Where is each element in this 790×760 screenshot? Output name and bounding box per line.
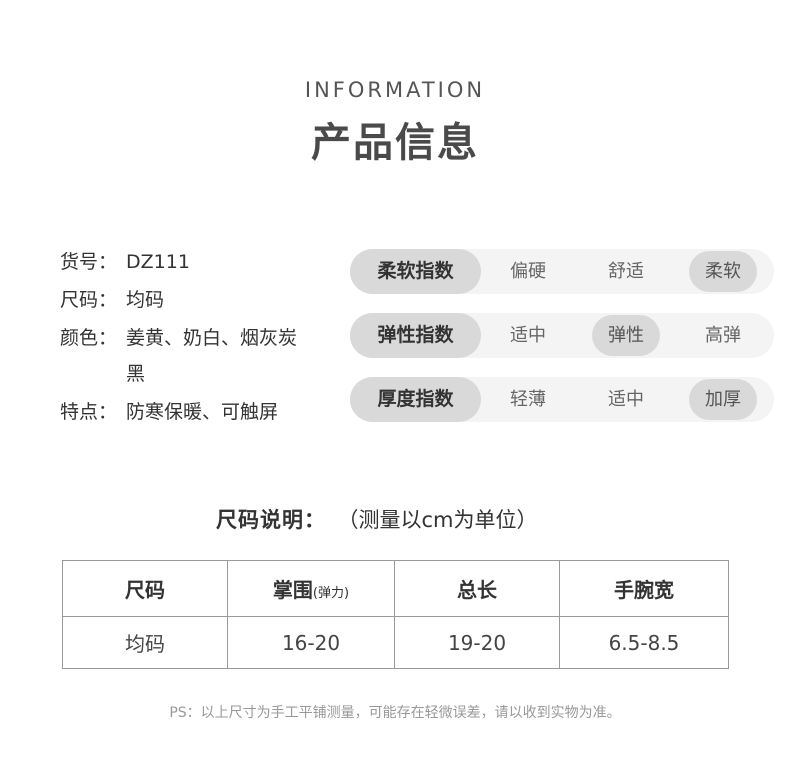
size-table: 尺码 掌围(弹力) 总长 手腕宽 均码 16-20 19-20 6.5-8.5 [62, 560, 729, 669]
meter-label: 厚度指数 [350, 377, 481, 422]
info-key: 货号： [60, 251, 118, 273]
meter-label: 柔软指数 [350, 249, 481, 294]
meter-option: 适中 [510, 325, 546, 346]
header-label: 手腕宽 [614, 578, 674, 602]
size-section-heading: 尺码说明： （测量以cm为单位） [216, 504, 538, 534]
meter-label: 弹性指数 [350, 313, 481, 358]
table-cell: 19-20 [394, 616, 560, 669]
table-header-cell: 掌围(弹力) [227, 560, 395, 617]
info-value: 姜黄、奶白、烟灰炭黑 [126, 327, 298, 385]
table-header-row: 尺码 掌围(弹力) 总长 手腕宽 [62, 560, 729, 617]
size-section-title: 尺码说明： [216, 508, 326, 532]
info-key: 特点： [60, 401, 118, 423]
info-row-size: 尺码： 均码 [60, 285, 326, 323]
info-value: DZ111 [126, 251, 190, 273]
header-label: 尺码 [125, 578, 165, 602]
footnote: PS：以上尺寸为手工平铺测量，可能存在轻微误差，请以收到实物为准。 [169, 705, 621, 721]
table-cell: 6.5-8.5 [559, 616, 729, 669]
softness-meter: 柔软指数 偏硬 舒适 柔软 [350, 249, 774, 294]
table-header-cell: 尺码 [62, 560, 228, 617]
meter-option: 轻薄 [510, 389, 546, 410]
info-row-item-no: 货号： DZ111 [60, 247, 326, 285]
info-key: 颜色： [60, 327, 118, 349]
meter-option-selected: 弹性 [592, 315, 660, 356]
meter-option-selected: 柔软 [689, 251, 757, 292]
info-value: 防寒保暖、可触屏 [126, 401, 279, 423]
product-info-list: 货号： DZ111 尺码： 均码 颜色： 姜黄、奶白、烟灰炭黑 特点： 防寒保暖… [60, 247, 326, 435]
header-label: 总长 [457, 578, 497, 602]
thickness-meter: 厚度指数 轻薄 适中 加厚 [350, 377, 774, 422]
index-meters: 柔软指数 偏硬 舒适 柔软 弹性指数 适中 弹性 高弹 厚度指数 轻薄 适中 加… [350, 249, 774, 441]
table-header-cell: 手腕宽 [559, 560, 729, 617]
meter-option: 舒适 [608, 261, 644, 282]
table-header-cell: 总长 [394, 560, 560, 617]
table-cell: 均码 [62, 616, 228, 669]
meter-option: 偏硬 [510, 261, 546, 282]
meter-option-selected: 加厚 [689, 379, 757, 420]
meter-option: 适中 [608, 389, 644, 410]
info-row-color: 颜色： 姜黄、奶白、烟灰炭黑 [60, 323, 326, 397]
table-cell: 16-20 [227, 616, 395, 669]
info-key: 尺码： [60, 289, 118, 311]
header-label: 掌围 [272, 578, 313, 602]
table-row: 均码 16-20 19-20 6.5-8.5 [62, 616, 729, 669]
elasticity-meter: 弹性指数 适中 弹性 高弹 [350, 313, 774, 358]
section-title-en: INFORMATION [304, 78, 486, 102]
header-sublabel: (弹力) [312, 586, 350, 601]
section-title-cn: 产品信息 [311, 120, 479, 166]
info-row-feature: 特点： 防寒保暖、可触屏 [60, 397, 326, 435]
size-section-note: （测量以cm为单位） [348, 508, 538, 532]
meter-option: 高弹 [705, 325, 741, 346]
info-value: 均码 [126, 289, 165, 311]
